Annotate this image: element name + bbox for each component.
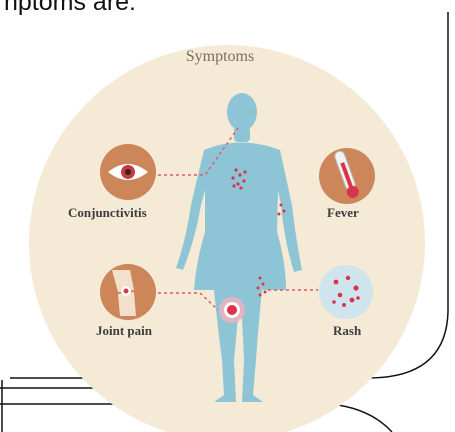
- fever-badge: [319, 148, 375, 204]
- rash-badge: [319, 265, 373, 319]
- fever-label: Fever: [327, 205, 359, 221]
- conjunctivitis-label: Conjunctivitis: [68, 205, 147, 221]
- knee-pain-marker: [219, 297, 245, 323]
- rash-label: Rash: [333, 323, 361, 339]
- conjunctivitis-badge: [100, 144, 156, 200]
- joint-pain-badge: [100, 264, 156, 320]
- symptoms-title: Symptoms: [150, 48, 290, 66]
- joint-pain-label: Joint pain: [96, 323, 152, 339]
